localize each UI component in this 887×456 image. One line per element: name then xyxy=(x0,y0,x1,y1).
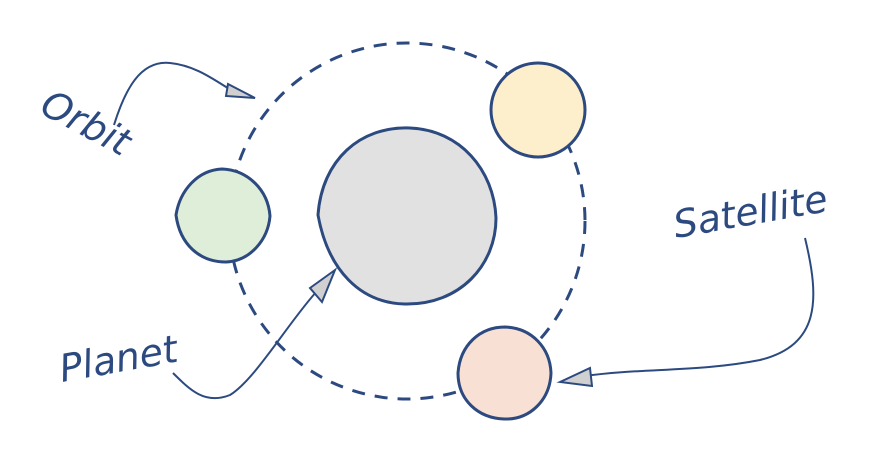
satellite-pink xyxy=(456,325,553,421)
satellite-green xyxy=(174,167,272,264)
satellite-arrowhead xyxy=(556,366,594,388)
satellite-arrow xyxy=(584,237,815,377)
orbit-arrow xyxy=(113,61,241,126)
orbit-label: Orbit xyxy=(34,81,140,165)
planet-label: Planet xyxy=(56,326,183,390)
orbit-arrowhead xyxy=(224,82,256,99)
planet-arrow xyxy=(172,289,319,400)
satellite-label: Satellite xyxy=(670,177,831,247)
planet-arrowhead xyxy=(308,267,338,304)
planet-circle xyxy=(316,126,498,306)
satellite-yellow xyxy=(489,61,587,159)
